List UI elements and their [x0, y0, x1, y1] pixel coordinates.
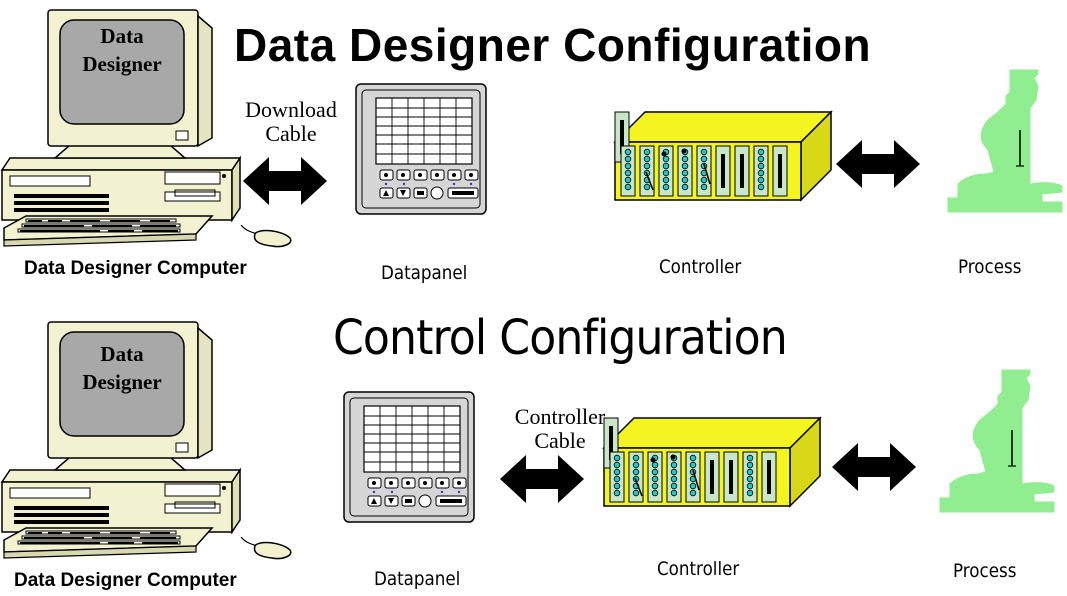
controller-cable-label: Controller Cable — [504, 405, 616, 453]
caption-process: Process — [958, 256, 1022, 278]
caption-process: Process — [953, 560, 1017, 582]
cable-label-line1: Controller — [514, 404, 606, 429]
title-control-configuration: Control Configuration — [333, 310, 788, 366]
cable-label-line2: Cable — [534, 428, 586, 453]
operator-panel-icon — [355, 83, 487, 215]
press-machine-icon — [947, 69, 1063, 213]
monitor-screen-line2: Designer — [82, 370, 162, 394]
monitor-screen-line1: Data — [100, 342, 144, 366]
caption-datapanel: Datapanel — [381, 262, 468, 284]
monitor-screen-text: Data Designer — [60, 22, 184, 78]
monitor-screen-line2: Designer — [82, 52, 162, 76]
title-data-designer-configuration: Data Designer Configuration — [234, 19, 872, 71]
caption-datapanel: Datapanel — [374, 568, 461, 590]
rack-controller-icon — [604, 418, 820, 506]
cable-label-line2: Cable — [265, 121, 317, 146]
caption-computer: Data Designer Computer — [14, 570, 237, 591]
download-cable-label: Download Cable — [236, 98, 346, 146]
rack-controller-icon — [615, 112, 831, 200]
cable-label-line1: Download — [245, 97, 337, 122]
double-arrow-icon — [832, 443, 916, 491]
caption-controller: Controller — [659, 256, 742, 278]
double-arrow-icon — [243, 157, 327, 205]
double-arrow-icon — [500, 455, 584, 503]
double-arrow-icon — [836, 140, 920, 188]
monitor-screen-line1: Data — [100, 24, 144, 48]
caption-computer: Data Designer Computer — [24, 258, 247, 279]
press-machine-icon — [939, 369, 1055, 513]
operator-panel-icon — [343, 391, 475, 523]
monitor-screen-text: Data Designer — [60, 340, 184, 396]
caption-controller: Controller — [657, 558, 740, 580]
